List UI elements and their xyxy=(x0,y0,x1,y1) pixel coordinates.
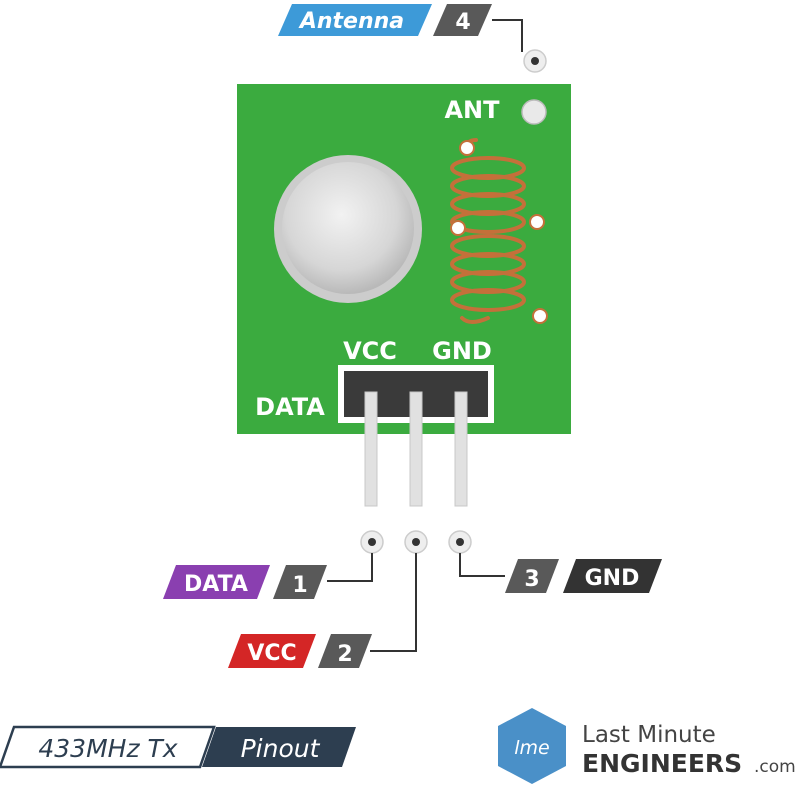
brand-suffix: .com xyxy=(754,757,796,777)
gnd-label-box xyxy=(563,559,662,593)
brand-logo-text: lme xyxy=(514,737,549,759)
gnd-number: 3 xyxy=(524,567,539,592)
vcc-label: VCC xyxy=(247,641,296,666)
board-ant-label: ANT xyxy=(444,96,500,124)
antenna-label-box xyxy=(278,4,432,36)
gnd-number-box xyxy=(505,559,559,593)
board-gnd-label: GND xyxy=(432,337,492,365)
data-label-box xyxy=(163,565,270,599)
data-leader-line xyxy=(327,553,373,582)
data-number-box xyxy=(273,565,327,599)
ant-pad xyxy=(521,99,547,125)
coil-antenna xyxy=(450,138,526,324)
data-label: DATA xyxy=(184,572,248,597)
antenna-leader-line xyxy=(492,19,523,52)
title-box-part1 xyxy=(0,725,216,769)
title-box-part2 xyxy=(202,727,356,767)
vcc-number-box xyxy=(318,634,372,668)
pin-data-leg xyxy=(364,391,378,507)
pin-gnd-leg xyxy=(454,391,468,507)
brand-logo-icon xyxy=(498,708,566,784)
antenna-label: Antenna xyxy=(298,9,404,34)
vcc-label-box xyxy=(228,634,316,668)
board-data-label: DATA xyxy=(255,393,325,421)
antenna-number: 4 xyxy=(455,10,470,35)
vcc-leader-line xyxy=(370,553,417,652)
brand-line2: ENGINEERS xyxy=(582,749,742,778)
board-vcc-label: VCC xyxy=(343,337,397,365)
data-number: 1 xyxy=(292,573,307,598)
title-part2: Pinout xyxy=(241,734,321,763)
pin-vcc-leg xyxy=(409,391,423,507)
gnd-leader-line xyxy=(459,553,505,577)
antenna-number-box xyxy=(433,4,492,36)
crystal-oscillator xyxy=(282,162,414,294)
gnd-label: GND xyxy=(585,566,640,591)
vcc-number: 2 xyxy=(337,642,352,667)
title-part1: 433MHz Tx xyxy=(38,734,177,763)
brand-line1: Last Minute xyxy=(582,722,716,748)
